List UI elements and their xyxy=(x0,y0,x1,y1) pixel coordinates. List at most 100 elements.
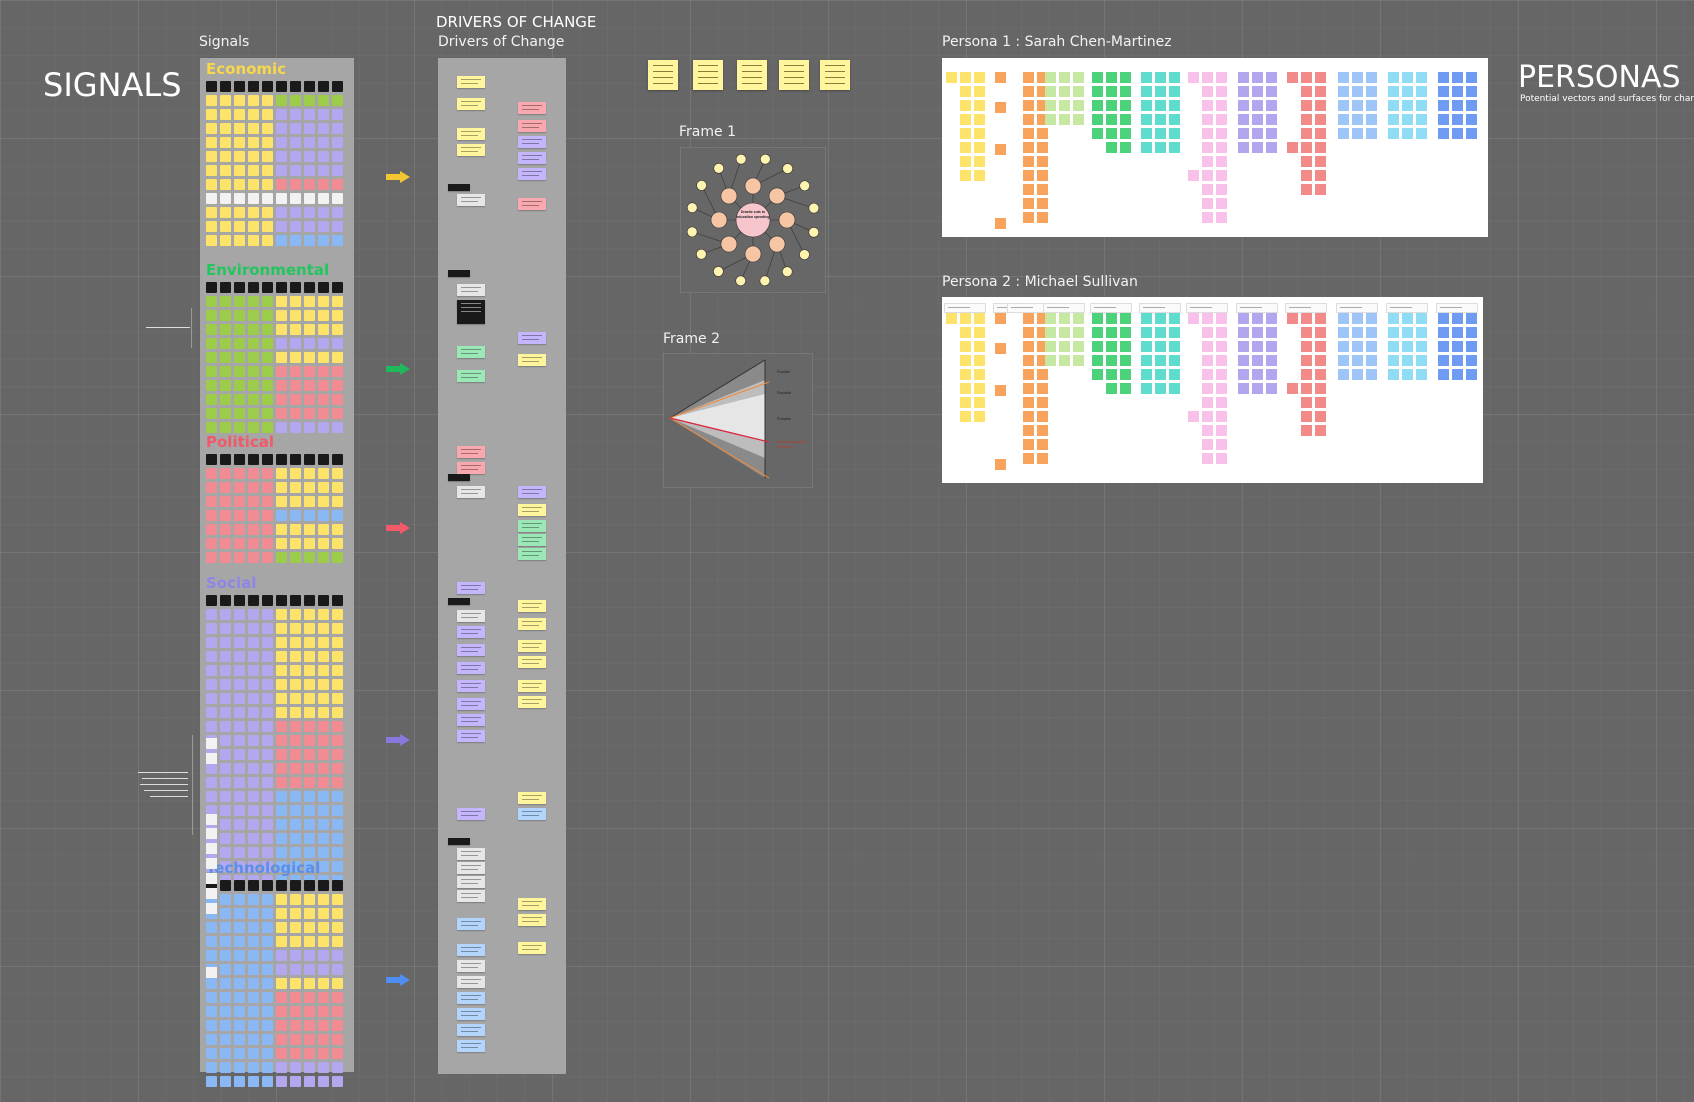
signal-note[interactable] xyxy=(206,777,217,788)
wheel-outer-node[interactable] xyxy=(735,275,746,287)
persona-note[interactable] xyxy=(1388,327,1399,338)
signal-note[interactable] xyxy=(248,707,259,718)
persona-note[interactable] xyxy=(960,397,971,408)
signal-note[interactable] xyxy=(318,1062,329,1073)
persona-note[interactable] xyxy=(1301,142,1312,153)
signal-note[interactable] xyxy=(262,380,273,391)
persona-note[interactable] xyxy=(1073,341,1084,352)
persona-note[interactable] xyxy=(1287,313,1298,324)
driver-note[interactable] xyxy=(518,520,546,532)
signal-note[interactable] xyxy=(262,468,273,479)
persona-note[interactable] xyxy=(1169,327,1180,338)
signal-note[interactable] xyxy=(318,693,329,704)
driver-note[interactable] xyxy=(457,960,485,972)
persona-note[interactable] xyxy=(1141,72,1152,83)
persona-note[interactable] xyxy=(1023,369,1034,380)
signal-note[interactable] xyxy=(318,524,329,535)
signal-note[interactable] xyxy=(290,324,301,335)
driver-note[interactable] xyxy=(448,270,470,277)
signal-note[interactable] xyxy=(304,936,315,947)
signal-note[interactable] xyxy=(332,749,343,760)
signal-note[interactable] xyxy=(262,1006,273,1017)
signal-note[interactable] xyxy=(304,151,315,162)
signal-note[interactable] xyxy=(304,324,315,335)
persona-note[interactable] xyxy=(1366,72,1377,83)
signal-note[interactable] xyxy=(318,922,329,933)
wheel-outer-node[interactable] xyxy=(696,180,707,191)
signal-header-cell[interactable] xyxy=(248,81,259,92)
signal-note[interactable] xyxy=(248,137,259,148)
signal-note[interactable] xyxy=(220,637,231,648)
signal-note[interactable] xyxy=(234,1062,245,1073)
signal-note[interactable] xyxy=(276,749,287,760)
persona-note[interactable] xyxy=(1216,453,1227,464)
persona-note[interactable] xyxy=(1438,355,1449,366)
signal-note[interactable] xyxy=(304,908,315,919)
driver-note[interactable] xyxy=(457,1008,485,1020)
persona-note[interactable] xyxy=(1466,327,1477,338)
persona-note[interactable] xyxy=(1106,100,1117,111)
signal-note[interactable] xyxy=(234,482,245,493)
signal-note[interactable] xyxy=(332,109,343,120)
driver-note[interactable] xyxy=(457,284,485,296)
persona-note[interactable] xyxy=(1352,72,1363,83)
signal-note[interactable] xyxy=(332,908,343,919)
persona-note[interactable] xyxy=(974,313,985,324)
signal-note[interactable] xyxy=(332,1006,343,1017)
persona-note[interactable] xyxy=(1106,327,1117,338)
signal-note[interactable] xyxy=(318,468,329,479)
signal-note[interactable] xyxy=(234,922,245,933)
signal-note[interactable] xyxy=(234,151,245,162)
signal-note[interactable] xyxy=(262,482,273,493)
persona-note[interactable] xyxy=(1452,128,1463,139)
persona-note[interactable] xyxy=(1023,397,1034,408)
persona-note[interactable] xyxy=(1252,355,1263,366)
signal-note[interactable] xyxy=(234,936,245,947)
persona-note[interactable] xyxy=(1155,128,1166,139)
signal-note[interactable] xyxy=(332,735,343,746)
signal-note[interactable] xyxy=(318,950,329,961)
driver-note[interactable] xyxy=(448,474,470,481)
persona-note[interactable] xyxy=(1266,369,1277,380)
signal-note[interactable] xyxy=(304,468,315,479)
persona-note[interactable] xyxy=(1037,327,1048,338)
signal-note[interactable] xyxy=(304,1076,315,1087)
signal-note[interactable] xyxy=(206,338,217,349)
signal-note[interactable] xyxy=(304,861,315,872)
signal-note[interactable] xyxy=(234,950,245,961)
signal-note[interactable] xyxy=(262,847,273,858)
signal-note[interactable] xyxy=(262,735,273,746)
persona-note[interactable] xyxy=(1092,327,1103,338)
signal-note[interactable] xyxy=(276,482,287,493)
persona-note[interactable] xyxy=(1252,369,1263,380)
signal-note[interactable] xyxy=(332,950,343,961)
signal-note[interactable] xyxy=(262,137,273,148)
signal-note[interactable] xyxy=(290,908,301,919)
persona-note[interactable] xyxy=(1402,100,1413,111)
signal-note[interactable] xyxy=(304,193,315,204)
signal-note[interactable] xyxy=(248,324,259,335)
persona-note[interactable] xyxy=(1452,327,1463,338)
signal-note[interactable] xyxy=(248,207,259,218)
signal-note[interactable] xyxy=(262,324,273,335)
signal-note[interactable] xyxy=(206,967,217,978)
signal-note[interactable] xyxy=(220,894,231,905)
signal-header-cell[interactable] xyxy=(318,595,329,606)
driver-note[interactable] xyxy=(518,792,546,804)
signal-note[interactable] xyxy=(332,538,343,549)
wheel-inner-node[interactable] xyxy=(710,211,728,229)
wheel-outer-node[interactable] xyxy=(713,163,725,174)
signal-note[interactable] xyxy=(304,609,315,620)
signal-note[interactable] xyxy=(234,833,245,844)
wheel-center-node[interactable] xyxy=(735,202,771,238)
signal-note[interactable] xyxy=(332,165,343,176)
persona-note[interactable] xyxy=(1169,313,1180,324)
signal-note[interactable] xyxy=(304,721,315,732)
signal-note[interactable] xyxy=(248,552,259,563)
signal-header-cell[interactable] xyxy=(206,81,217,92)
persona-note[interactable] xyxy=(1466,313,1477,324)
driver-note[interactable] xyxy=(457,876,485,888)
persona-note[interactable] xyxy=(1416,128,1427,139)
signal-note[interactable] xyxy=(206,903,217,914)
persona-note[interactable] xyxy=(1352,341,1363,352)
